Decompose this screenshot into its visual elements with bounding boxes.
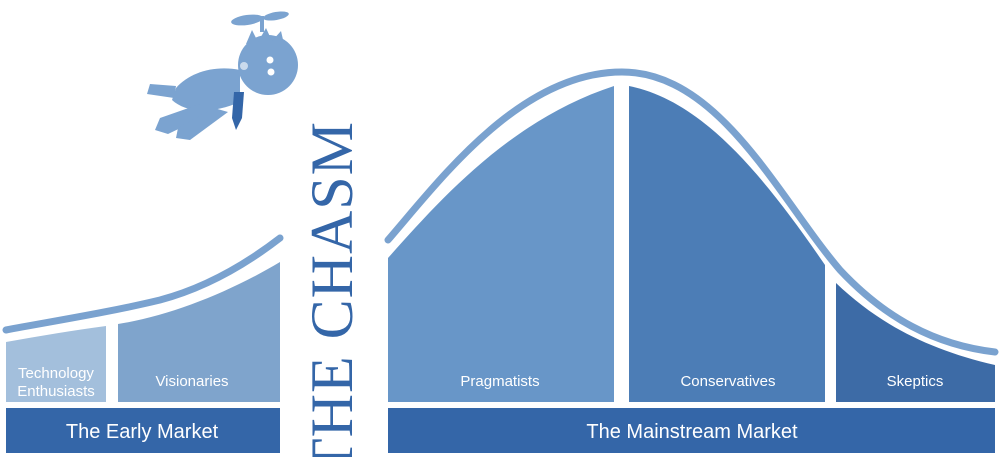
technology-enthusiasts-label-line1: Technology	[18, 365, 94, 382]
head-icon	[238, 28, 298, 95]
early-market-bar	[6, 408, 280, 453]
pragmatists-segment	[388, 86, 614, 402]
visionaries-label: Visionaries	[155, 373, 228, 390]
mainstream-market-curve	[384, 68, 999, 356]
technology-enthusiasts-label-line2: Enthusiasts	[17, 383, 95, 400]
chasm-label: THE CHASM	[299, 121, 365, 457]
mainstream-market-bar	[388, 408, 995, 453]
skeptics-segment	[836, 283, 995, 402]
propeller-icon	[231, 11, 289, 32]
skeptics-label: Skeptics	[887, 373, 944, 390]
body-icon	[147, 68, 244, 140]
falling-person-illustration	[147, 11, 298, 140]
mainstream-market-label: The Mainstream Market	[586, 421, 798, 443]
early-market-curve	[2, 234, 284, 334]
visionaries-segment	[118, 262, 280, 402]
conservatives-label: Conservatives	[680, 373, 775, 390]
conservatives-segment	[629, 86, 825, 402]
pragmatists-label: Pragmatists	[460, 373, 539, 390]
technology-enthusiasts-segment	[6, 326, 106, 402]
early-market-label: The Early Market	[66, 421, 219, 443]
